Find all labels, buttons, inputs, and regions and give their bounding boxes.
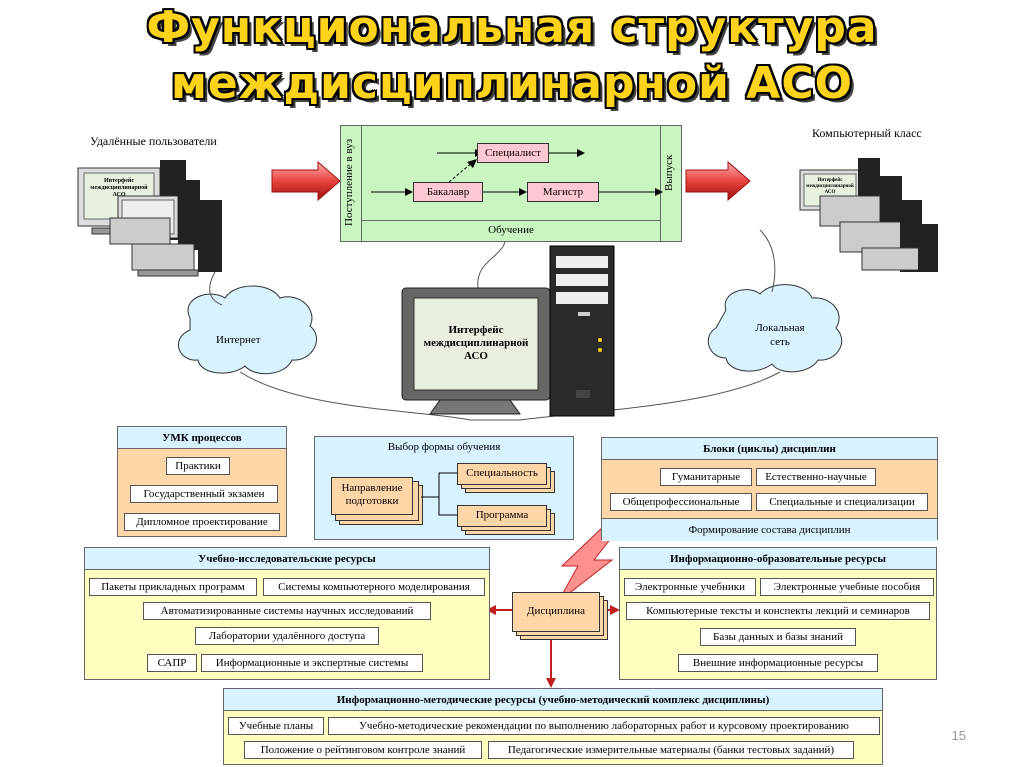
research-item: Системы компьютерного моделирования: [263, 578, 485, 596]
info-edu-item: Базы данных и базы знаний: [700, 628, 856, 646]
title-line-1: Функциональная структура: [146, 2, 878, 53]
research-resources-panel: Учебно-исследовательские ресурсы Пакеты …: [84, 547, 490, 680]
bachelor-box: Бакалавр: [413, 182, 483, 202]
info-edu-resources-panel: Информационно-образовательные ресурсы Эл…: [619, 547, 937, 680]
research-item: Пакеты прикладных программ: [89, 578, 257, 596]
program-box: Программа: [457, 505, 547, 527]
slide-number: 15: [951, 728, 966, 743]
master-box: Магистр: [527, 182, 599, 202]
method-item: Положение о рейтинговом контроле знаний: [244, 741, 482, 759]
research-item: Лаборатории удалённого доступа: [195, 627, 379, 645]
discipline-blocks-panel: Блоки (циклы) дисциплин Гуманитарные Ест…: [601, 437, 938, 541]
computer-class-label: Компьютерный класс: [812, 126, 922, 140]
block-item: Гуманитарные: [660, 468, 752, 486]
discipline-box: Дисциплина: [512, 592, 600, 632]
block-item: Специальные и специализации: [756, 493, 928, 511]
specialty-box: Специальность: [457, 463, 547, 485]
method-item: Учебно-методические рекомендации по выпо…: [328, 717, 880, 735]
umk-item: Государственный экзамен: [130, 485, 278, 503]
umk-item: Дипломное проектирование: [124, 513, 280, 531]
umk-item: Практики: [166, 457, 230, 475]
research-item: САПР: [147, 654, 197, 672]
info-edu-item: Электронные учебники: [624, 578, 756, 596]
method-item: Учебные планы: [228, 717, 324, 735]
central-computer-icon: [401, 245, 615, 417]
umk-header: УМК процессов: [118, 427, 286, 449]
research-item: Автоматизированные системы научных иссле…: [143, 602, 431, 620]
remote-computers-icon: [77, 160, 222, 277]
info-edu-item: Внешние информационные ресурсы: [678, 654, 878, 672]
blocks-footer: Формирование состава дисциплин: [602, 518, 937, 541]
info-edu-item: Электронные учебные пособия: [760, 578, 934, 596]
block-item: Естественно-научные: [756, 468, 876, 486]
local-network-cloud-icon: [707, 284, 843, 373]
method-resources-panel: Информационно-методические ресурсы (учеб…: [223, 688, 883, 765]
research-item: Информационные и экспертные системы: [201, 654, 423, 672]
study-form-header: Выбор формы обучения: [387, 441, 501, 453]
classroom-computers-icon: [799, 158, 938, 272]
info-edu-item: Компьютерные тексты и конспекты лекций и…: [626, 602, 930, 620]
education-panel: Поступление в вуз Выпуск Обучение Специа…: [340, 125, 682, 242]
research-header: Учебно-исследовательские ресурсы: [85, 548, 489, 570]
umk-panel: УМК процессов Практики Государственный э…: [117, 426, 287, 537]
internet-label: Интернет: [216, 334, 261, 346]
arrow-admission-icon: [271, 160, 341, 202]
specialist-box: Специалист: [477, 143, 549, 163]
block-item: Общепрофессиональные: [610, 493, 752, 511]
method-item: Педагогические измерительные материалы (…: [488, 741, 854, 759]
internet-cloud-icon: [178, 285, 317, 375]
education-flow-lines: [371, 149, 663, 196]
education-label: Обучение: [488, 224, 534, 236]
arrow-graduation-icon: [685, 160, 751, 202]
blocks-header: Блоки (циклы) дисциплин: [602, 438, 937, 460]
remote-users-label: Удалённые пользователи: [90, 134, 217, 148]
title-line-2: междисциплинарной АСО: [170, 58, 854, 109]
info-edu-header: Информационно-образовательные ресурсы: [620, 548, 936, 570]
method-header: Информационно-методические ресурсы (учеб…: [224, 689, 882, 711]
study-form-connectors: [421, 472, 457, 516]
